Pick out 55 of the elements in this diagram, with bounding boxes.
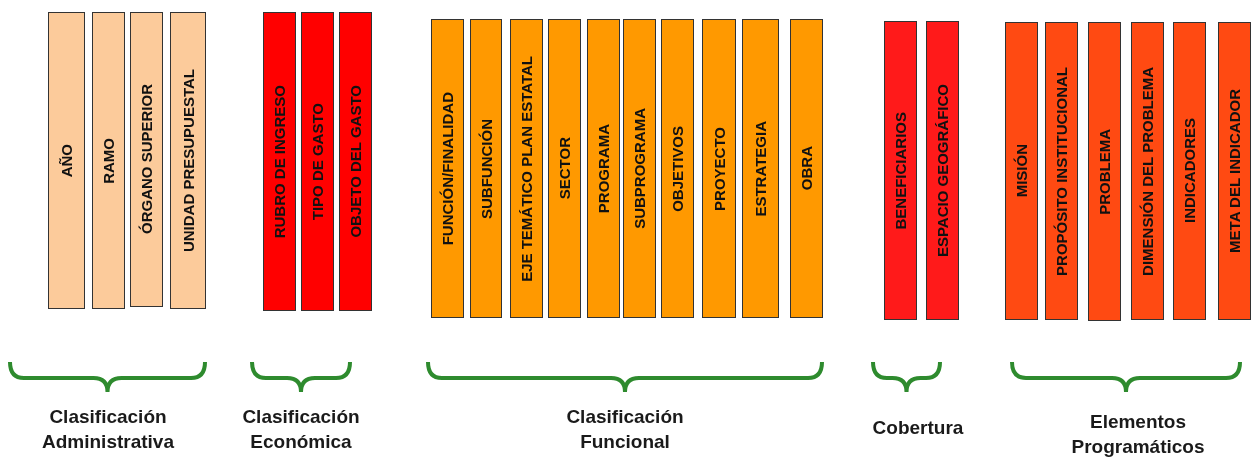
category-bar (130, 12, 163, 307)
bar-label: PROPÓSITO INSTITUCIONAL (1053, 66, 1070, 276)
category-bar (1088, 22, 1121, 321)
bar-label: INDICADORES (1181, 118, 1198, 224)
category-bar (1045, 22, 1078, 320)
bar-label: UNIDAD PRESUPUESTAL (179, 68, 197, 253)
category-bar (790, 19, 823, 318)
group-label: Clasificación Económica (241, 405, 361, 454)
category-bar (339, 12, 372, 311)
category-bar (1218, 22, 1251, 320)
bar-label: OBRA (798, 146, 815, 191)
bar-label: TIPO DE GASTO (309, 102, 326, 221)
bar-label: BENEFICIARIOS (892, 111, 909, 230)
bar-label: SECTOR (556, 137, 573, 200)
category-bar (1005, 22, 1038, 320)
bar-label: AÑO (58, 143, 75, 178)
category-bar (170, 12, 206, 309)
category-bar (548, 19, 581, 318)
bar-label: OBJETIVOS (669, 125, 686, 212)
bar-label: RAMO (100, 137, 117, 184)
category-bar (1173, 22, 1206, 320)
category-bar (48, 12, 85, 309)
category-bar (926, 21, 959, 320)
bar-label: MISIÓN (1013, 144, 1030, 198)
group-label: Elementos Programáticos (1070, 410, 1206, 459)
bar-label: SUBPROGRAMA (631, 108, 648, 229)
bar-label: DIMENSIÓN DEL PROBLEMA (1139, 66, 1156, 276)
bar-label: ESTRATEGIA (752, 120, 769, 217)
group-label: Clasificación Administrativa (41, 405, 175, 454)
category-bar (510, 19, 543, 318)
category-bar (587, 19, 620, 318)
bar-label: ÓRGANO SUPERIOR (138, 84, 155, 235)
bar-label: EJE TEMÁTICO PLAN ESTATAL (518, 55, 535, 282)
category-bar (301, 12, 334, 311)
category-bar (1131, 22, 1164, 320)
bar-label: FUNCIÓN/FINALIDAD (439, 91, 456, 246)
bar-label: ESPACIO GEOGRÁFICO (934, 83, 951, 258)
category-bar (92, 12, 125, 309)
category-bar (661, 19, 694, 318)
category-bar (623, 19, 656, 318)
bar-label: PROYECTO (710, 126, 728, 211)
category-bar (431, 19, 464, 318)
category-bar (702, 19, 736, 318)
bar-label: OBJETO DEL GASTO (347, 85, 364, 238)
bar-label: PROGRAMA (595, 123, 612, 214)
group-label: Clasificación Funcional (565, 405, 685, 454)
category-bar (470, 19, 502, 318)
category-bar (884, 21, 917, 320)
bar-label: SUBFUNCIÓN (477, 118, 495, 219)
bar-label: PROBLEMA (1096, 128, 1113, 215)
category-bar (742, 19, 779, 318)
group-label: Cobertura (871, 416, 965, 440)
category-bar (263, 12, 296, 311)
bar-label: RUBRO DE INGRESO (271, 84, 288, 239)
bar-label: META DEL INDICADOR (1226, 89, 1243, 253)
